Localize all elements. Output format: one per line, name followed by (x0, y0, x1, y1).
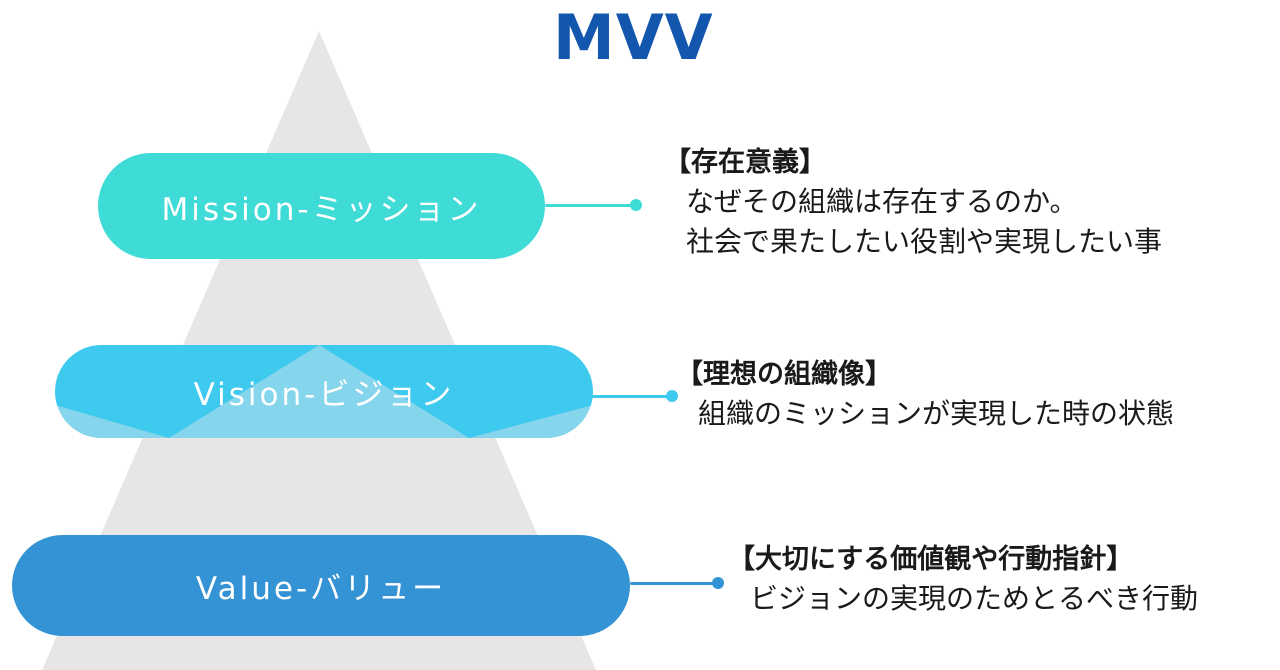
connector-dot-value (712, 577, 724, 589)
description-mission-line-1: なぜその組織は存在するのか。 (686, 185, 1078, 219)
level-bar-vision[interactable]: Vision-ビジョン (55, 345, 593, 438)
level-bar-mission-label: Mission-ミッション (161, 191, 482, 228)
description-value: 【大切にする価値観や行動指針】 ビジョンの実現のためとるべき行動 (728, 541, 1198, 619)
description-vision-heading: 【理想の組織像】 (676, 359, 892, 390)
page-title: MVV (553, 1, 714, 74)
description-value-heading: 【大切にする価値観や行動指針】 (728, 544, 1134, 575)
description-mission: 【存在意義】 なぜその組織は存在するのか。 社会で果たしたい役割や実現したい事 (664, 144, 1162, 262)
level-bar-vision-label: Vision-ビジョン (193, 377, 455, 413)
description-mission-heading: 【存在意義】 (664, 147, 826, 178)
connector-dot-vision (666, 390, 678, 402)
level-bar-mission[interactable]: Mission-ミッション (98, 153, 545, 259)
level-bar-value-label: Value-バリュー (195, 571, 447, 607)
connector-line-value (630, 582, 718, 585)
description-vision-line-1: 組織のミッションが実現した時の状態 (698, 397, 1175, 431)
level-bar-value[interactable]: Value-バリュー (12, 535, 630, 636)
description-value-line-1: ビジョンの実現のためとるべき行動 (750, 582, 1199, 616)
description-vision: 【理想の組織像】 組織のミッションが実現した時の状態 (676, 356, 1174, 434)
connector-line-mission (545, 204, 631, 207)
connector-line-vision (592, 395, 672, 398)
connector-dot-mission (630, 199, 642, 211)
description-mission-line-2: 社会で果たしたい役割や実現したい事 (686, 225, 1163, 259)
